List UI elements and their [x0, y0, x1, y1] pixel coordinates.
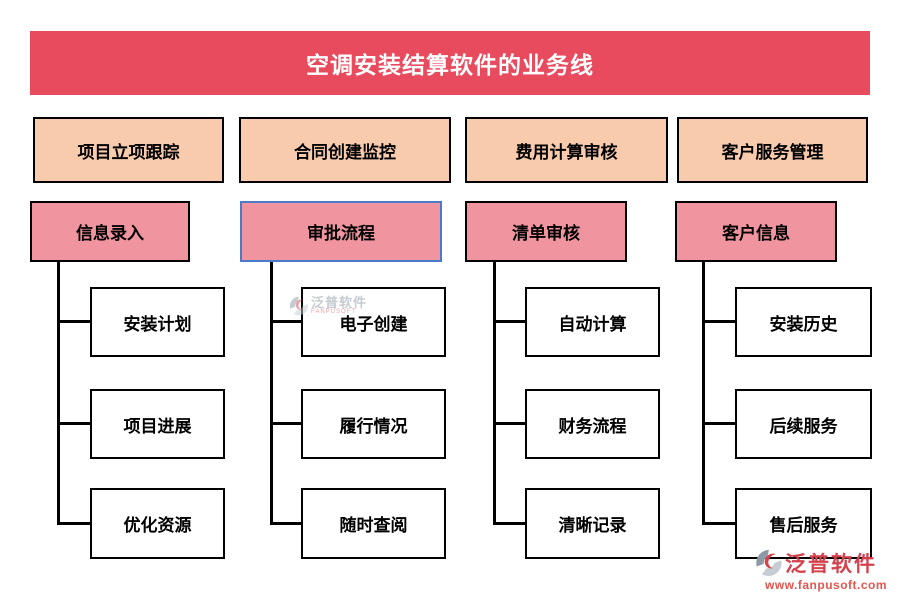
- connector-vline-1: [57, 262, 60, 525]
- column-4-stage: 客户信息: [675, 201, 837, 262]
- column-2-stage: 审批流程: [240, 201, 442, 262]
- column-3-header: 费用计算审核: [465, 117, 668, 183]
- connector-stub-4-3: [702, 522, 735, 525]
- column-3-item-1: 自动计算: [525, 287, 660, 357]
- watermark-sub-text: FANPUSOFT: [311, 309, 357, 315]
- brand-logo: 泛普软件 www.fanpusoft.com: [755, 548, 900, 592]
- brand-url: www.fanpusoft.com: [765, 578, 888, 592]
- connector-vline-2: [270, 262, 273, 525]
- column-1-stage: 信息录入: [30, 201, 190, 262]
- column-3-item-3: 清晰记录: [525, 488, 660, 559]
- column-4-item-3: 售后服务: [735, 488, 872, 559]
- title-banner: 空调安装结算软件的业务线: [30, 31, 870, 95]
- connector-stub-2-1: [270, 320, 301, 323]
- column-3-stage: 清单审核: [465, 201, 627, 262]
- column-1-item-3: 优化资源: [90, 488, 225, 559]
- page-title: 空调安装结算软件的业务线: [306, 52, 594, 78]
- connector-stub-3-1: [493, 320, 525, 323]
- column-1-item-1: 安装计划: [90, 287, 225, 357]
- fanpu-logo-icon: [756, 549, 782, 577]
- connector-stub-2-2: [270, 422, 301, 425]
- column-2-item-2: 履行情况: [301, 389, 446, 459]
- connector-stub-3-3: [493, 522, 525, 525]
- connector-stub-1-3: [57, 522, 90, 525]
- column-4-item-2: 后续服务: [735, 389, 872, 459]
- column-4-item-1: 安装历史: [735, 287, 872, 357]
- connector-stub-4-2: [702, 422, 735, 425]
- connector-vline-4: [702, 262, 705, 525]
- brand-name: 泛普软件: [785, 553, 877, 576]
- column-2-header: 合同创建监控: [239, 117, 451, 183]
- watermark-logo: 泛普软件 FANPUSOFT: [289, 296, 367, 316]
- connector-stub-2-3: [270, 522, 301, 525]
- connector-vline-3: [493, 262, 496, 525]
- column-4-header: 客户服务管理: [677, 117, 868, 183]
- column-3-item-2: 财务流程: [525, 389, 660, 459]
- column-1-item-2: 项目进展: [90, 389, 225, 459]
- connector-stub-4-1: [702, 320, 735, 323]
- connector-stub-1-1: [57, 320, 90, 323]
- connector-stub-1-2: [57, 422, 90, 425]
- fanpu-logo-icon: [289, 296, 308, 316]
- column-2-item-1: 电子创建: [301, 287, 446, 357]
- connector-stub-3-2: [493, 422, 525, 425]
- watermark-brand-text: 泛普软件: [311, 295, 368, 310]
- column-1-header: 项目立项跟踪: [33, 117, 224, 183]
- column-2-item-3: 随时查阅: [301, 488, 446, 559]
